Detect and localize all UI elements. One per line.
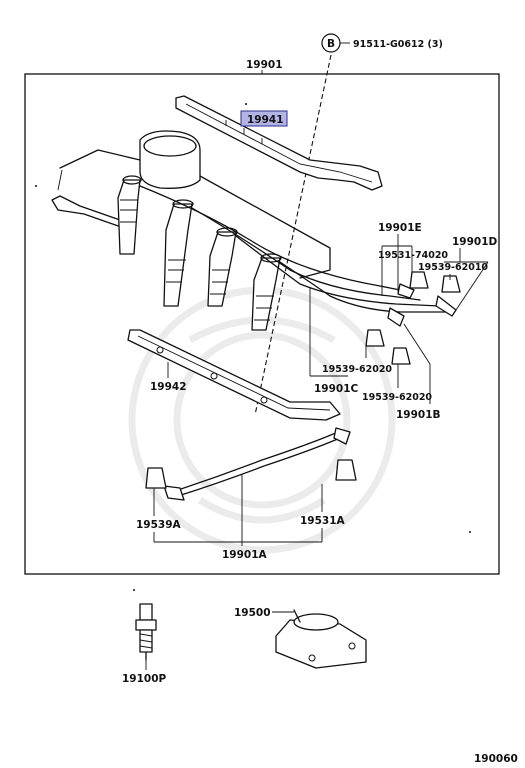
spark-plug-19100p (135, 603, 157, 661)
plug-boot-2 (163, 199, 194, 307)
label-19539-62020-b[interactable]: 19539-62020 (362, 392, 432, 403)
grommet-19539-62020-b (391, 347, 411, 365)
engine-head-outline (51, 130, 331, 279)
label-19539a[interactable]: 19539A (136, 519, 182, 531)
plug-cord-boots (117, 175, 282, 331)
cord-cover-19941 (175, 95, 383, 191)
bolt-reference-line (254, 54, 332, 416)
cord-19901a (163, 427, 351, 501)
ignition-coil-19500 (275, 609, 367, 669)
label-19100p[interactable]: 19100P (122, 673, 167, 685)
label-19901[interactable]: 19901 (246, 59, 283, 71)
callout-labels: 19901 91511-G0612 (3) 19941 19901E 19901… (122, 39, 518, 765)
cord-wire-bundle (139, 185, 453, 313)
diagram-number: 190060 (474, 753, 518, 765)
label-19901e[interactable]: 19901E (378, 222, 422, 234)
label-19500[interactable]: 19500 (234, 607, 271, 619)
label-91511-g0612[interactable]: 91511-G0612 (3) (353, 39, 443, 50)
label-19539-62010[interactable]: 19539-62010 (418, 262, 488, 273)
callout-leaders (145, 234, 489, 670)
grommet-19539-62020-c (365, 329, 385, 347)
label-19942[interactable]: 19942 (150, 381, 187, 393)
label-19531-74020[interactable]: 19531-74020 (378, 250, 448, 261)
cord-clamp-19942 (127, 329, 341, 421)
scan-dots (35, 103, 471, 591)
label-19901a[interactable]: 19901A (222, 549, 268, 561)
label-19901d[interactable]: 19901D (452, 236, 498, 248)
grommet-19531a (335, 459, 357, 481)
cord-terminals (387, 283, 457, 327)
plug-boot-4 (251, 253, 282, 331)
bolt-ref-letter: B (327, 38, 335, 50)
label-19901c[interactable]: 19901C (314, 383, 359, 395)
bolt-reference-marker: B (321, 33, 350, 53)
plug-boot-1 (117, 175, 142, 255)
grommet-19539a (145, 467, 167, 489)
label-19901b[interactable]: 19901B (396, 409, 441, 421)
label-19941[interactable]: 19941 (247, 114, 284, 126)
label-19539-62020-c[interactable]: 19539-62020 (322, 364, 392, 375)
highlight-box (240, 110, 288, 127)
grommet-19539-62010 (441, 275, 461, 293)
label-19531a[interactable]: 19531A (300, 515, 346, 527)
grommet-19531-74020 (409, 271, 429, 289)
